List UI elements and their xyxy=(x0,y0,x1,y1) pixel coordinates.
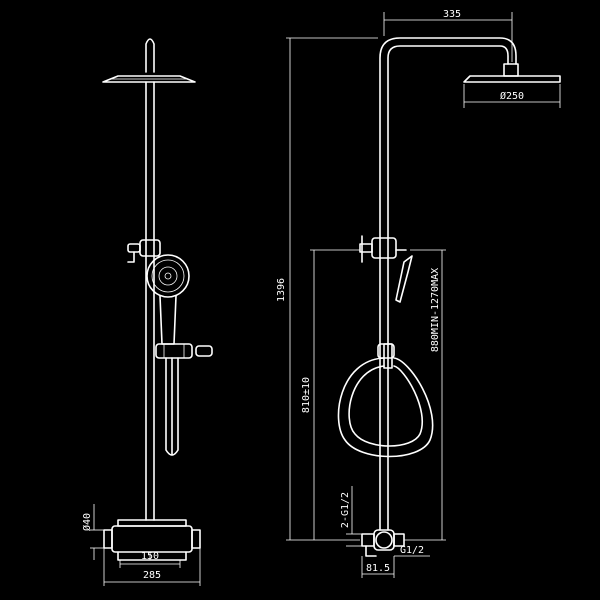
front-hose xyxy=(165,357,179,456)
dim-pipe-diameter: Ø40 xyxy=(81,513,93,531)
front-dimension-lines xyxy=(90,504,201,586)
side-rain-head xyxy=(463,63,561,83)
dim-center-distance: 150 xyxy=(141,551,159,562)
front-riser-pipe xyxy=(145,81,155,521)
front-mixer xyxy=(103,519,201,561)
side-hose-loop xyxy=(337,343,434,458)
side-diverter xyxy=(359,235,407,263)
dim-handset-height: 810±10 xyxy=(301,377,312,413)
side-view: 335 Ø250 1396 810±10 880MIN-1270MAX 2-G1… xyxy=(276,9,561,578)
front-holder-bracket xyxy=(155,343,213,359)
side-hand-shower xyxy=(395,255,413,303)
dim-overall-width: 285 xyxy=(143,570,161,581)
front-adjuster xyxy=(127,239,161,263)
dim-outlet-thread: 2-G1/2 xyxy=(340,492,351,528)
dim-inlet-offset: 81.5 xyxy=(366,563,390,574)
side-riser-arm xyxy=(379,37,517,531)
dim-arm-length: 335 xyxy=(443,9,461,20)
front-rain-head xyxy=(102,38,196,83)
dim-head-diameter: Ø250 xyxy=(500,90,524,102)
dim-total-height: 1396 xyxy=(276,278,287,302)
side-mixer xyxy=(361,529,405,557)
dim-adjustable-height: 880MIN-1270MAX xyxy=(430,268,441,352)
dim-inlet-thread: G1/2 xyxy=(400,545,424,556)
front-view: 150 285 Ø40 xyxy=(81,38,213,586)
side-dimension-lines xyxy=(286,12,561,578)
